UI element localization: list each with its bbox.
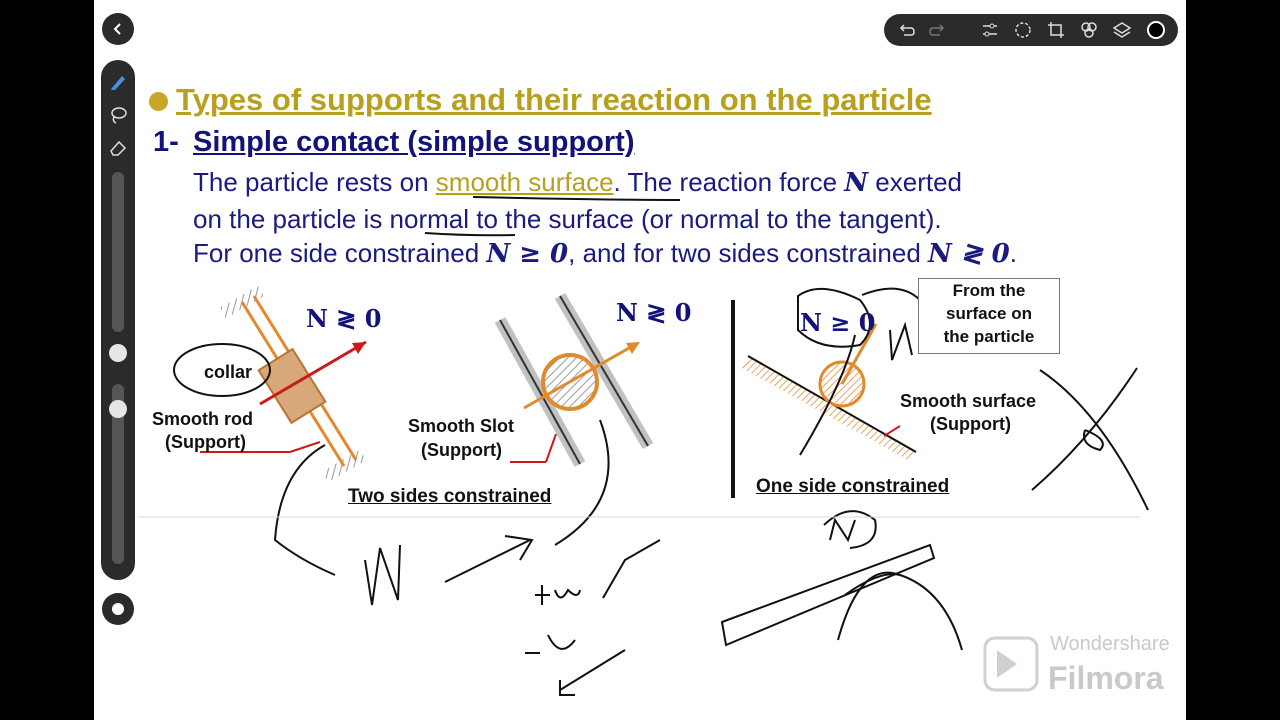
size-slider-track[interactable] [112, 172, 124, 332]
right-n-label: N ≥ 0 [800, 308, 876, 337]
title-bullet [149, 92, 168, 111]
opacity-slider-track[interactable] [112, 384, 124, 564]
chevron-left-icon [113, 23, 121, 35]
collar-label: collar [204, 362, 253, 382]
paragraph-line-1: The particle rests on smooth surface. Th… [193, 167, 962, 198]
size-slider-knob[interactable] [109, 344, 127, 362]
layers-icon[interactable] [1112, 20, 1132, 40]
smooth-rod-label: Smooth rod [152, 409, 253, 429]
undo-icon[interactable] [896, 20, 916, 40]
select-icon[interactable] [1013, 20, 1033, 40]
reaction-note-box: From the surface on the particle [918, 278, 1060, 354]
top-toolbar [884, 14, 1178, 46]
smooth-surface-label: Smooth surface [900, 391, 1037, 411]
back-button[interactable] [102, 13, 134, 45]
record-button[interactable] [102, 593, 134, 625]
smooth-slot-support-label: (Support) [421, 440, 502, 460]
paragraph-line-2: on the particle is normal to the surface… [193, 204, 942, 234]
crop-icon[interactable] [1046, 20, 1066, 40]
filmora-logo-icon [983, 636, 1039, 692]
color-picker-icon[interactable] [1146, 20, 1166, 40]
left-n-label: N ≷ 0 [306, 304, 382, 333]
smooth-slot-label: Smooth Slot [408, 416, 514, 436]
slide-title: Types of supports and their reaction on … [176, 82, 932, 117]
adjust-icon[interactable] [980, 20, 1000, 40]
watermark-brand-large: Filmora [1048, 660, 1164, 696]
shapes-icon[interactable] [1079, 20, 1099, 40]
record-dot-icon [112, 603, 124, 615]
lasso-icon[interactable] [108, 105, 128, 125]
slot-figure [494, 292, 654, 467]
pen-icon[interactable] [108, 72, 128, 92]
handwritten-annotations [273, 196, 1149, 696]
paragraph-line-3: For one side constrained N ≥ 0, and for … [193, 238, 1017, 269]
redo-icon[interactable] [928, 20, 948, 40]
middle-n-label: N ≷ 0 [616, 298, 692, 327]
rod-collar-figure [173, 285, 367, 483]
section-number: 1- [153, 126, 179, 158]
opacity-slider-knob[interactable] [109, 400, 127, 418]
smooth-surface-support-label: (Support) [930, 414, 1011, 434]
watermark-brand-small: Wondershare [1050, 633, 1170, 655]
tool-sidebar [101, 60, 135, 580]
two-sides-caption: Two sides constrained [348, 486, 552, 507]
section-title: Simple contact (simple support) [193, 126, 635, 158]
smooth-rod-support-label: (Support) [165, 432, 246, 452]
eraser-icon[interactable] [108, 138, 128, 158]
surface-figure [742, 323, 917, 460]
one-side-caption: One side constrained [756, 476, 950, 497]
